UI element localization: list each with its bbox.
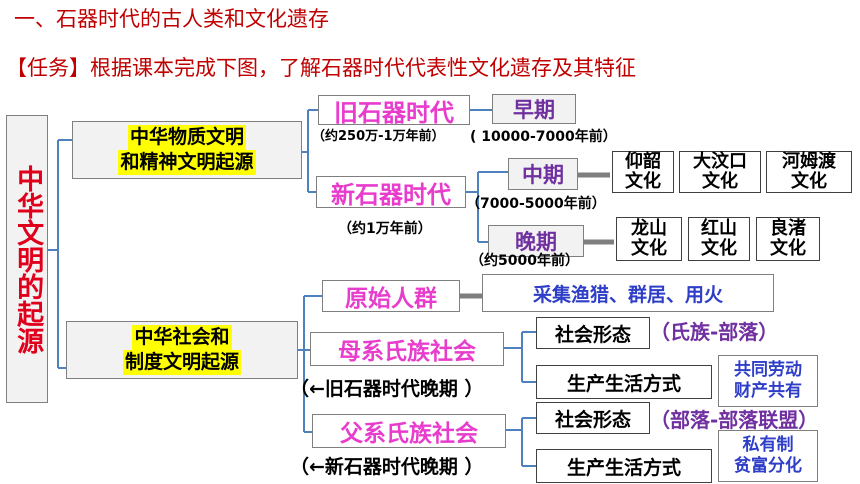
branch-material-spiritual: 中华物质文明 和精神文明起源	[72, 121, 302, 179]
matriarchal-mode-value-2: 财产共有	[734, 381, 802, 401]
culture-hemudu-label: 河姆渡文化	[782, 151, 836, 192]
neolithic-date: （约1万年前）	[338, 221, 432, 237]
patriarchal-mode-label: 生产生活方式	[566, 456, 681, 479]
matriarchal-node: 母系氏族社会	[310, 332, 504, 366]
branch1-line2: 和精神文明起源	[118, 150, 256, 175]
culture-yangshao-label: 仰韶文化	[625, 151, 661, 192]
culture-dawenkou-label: 大汶口文化	[693, 151, 747, 192]
matriarchal-form-label: 社会形态	[554, 323, 631, 346]
matriarchal-label: 母系氏族社会	[338, 339, 476, 365]
patriarchal-mode-value: 私有制 贫富分化	[718, 430, 818, 482]
root-node: 中华文明的起源	[6, 115, 48, 403]
matriarchal-mode-value: 共同劳动 财产共有	[718, 355, 818, 407]
patriarchal-mode-value-1: 私有制	[742, 434, 794, 455]
paleolithic-date: （约250万-1万年前）	[312, 129, 445, 144]
matriarchal-form-box: 社会形态	[536, 317, 650, 349]
root-label: 中华文明的起源	[12, 164, 44, 354]
primitive-group-label: 原始人群	[345, 286, 437, 312]
branch-social-institutional: 中华社会和 制度文明起源	[66, 321, 298, 379]
patriarchal-label: 父系氏族社会	[340, 421, 478, 447]
patriarchal-node: 父系氏族社会	[312, 414, 506, 448]
matriarchal-mode-value-1: 共同劳动	[734, 359, 802, 380]
early-label: 早期	[513, 98, 555, 122]
middle-node: 中期	[508, 158, 578, 190]
culture-liangzhu-label: 良渚文化	[770, 218, 806, 259]
patriarchal-form-value: （部落-部落联盟）	[650, 408, 819, 432]
late-date: （约5000年前）	[470, 253, 579, 269]
late-label: 晚期	[515, 230, 557, 254]
paleolithic-label: 旧石器时代	[334, 98, 454, 127]
branch2-line1: 中华社会和	[132, 325, 232, 350]
middle-label: 中期	[522, 163, 564, 187]
matriarchal-form-value: （氏族-部落）	[650, 320, 779, 344]
culture-longshan: 龙山文化	[616, 217, 682, 261]
early-node: 早期	[492, 94, 576, 124]
task-instruction: 【任务】根据课本完成下图，了解石器时代代表性文化遗存及其特征	[6, 56, 636, 80]
slide-title: 一、石器时代的古人类和文化遗存	[14, 7, 329, 31]
neolithic-label: 新石器时代	[331, 180, 451, 209]
culture-longshan-label: 龙山文化	[631, 218, 667, 259]
matriarchal-mode-box: 生产生活方式	[536, 365, 712, 399]
branch1-line1: 中华物质文明	[127, 125, 246, 150]
matriarchal-period: （←旧石器时代晚期 ）	[290, 378, 484, 400]
patriarchal-form-box: 社会形态	[536, 402, 650, 434]
branch2-line2: 制度文明起源	[122, 350, 241, 375]
culture-hongshan: 红山文化	[688, 217, 750, 261]
neolithic-node: 新石器时代	[316, 176, 466, 209]
primitive-group-node: 原始人群	[322, 280, 460, 312]
culture-yangshao: 仰韶文化	[612, 151, 674, 193]
patriarchal-mode-value-2: 贫富分化	[734, 456, 802, 476]
culture-liangzhu: 良渚文化	[756, 217, 820, 261]
culture-dawenkou: 大汶口文化	[679, 151, 761, 193]
patriarchal-mode-box: 生产生活方式	[536, 449, 712, 483]
patriarchal-period: （←新石器时代晚期 ）	[290, 456, 484, 478]
matriarchal-mode-label: 生产生活方式	[566, 372, 681, 395]
early-date: ( 10000-7000年前）	[470, 129, 617, 145]
culture-hemudu: 河姆渡文化	[766, 151, 852, 193]
middle-date: （7000-5000年前）	[466, 196, 606, 212]
culture-hongshan-label: 红山文化	[701, 218, 737, 259]
late-node: 晚期	[488, 225, 584, 257]
patriarchal-form-label: 社会形态	[554, 408, 631, 431]
primitive-group-desc-text: 采集渔猎、群居、用火	[532, 283, 723, 306]
primitive-group-desc: 采集渔猎、群居、用火	[482, 274, 774, 312]
paleolithic-node: 旧石器时代	[318, 95, 470, 127]
